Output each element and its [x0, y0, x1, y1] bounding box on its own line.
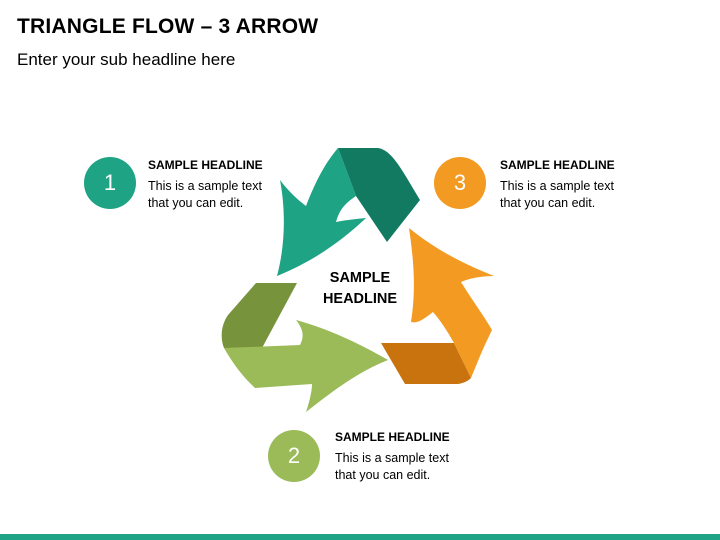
arrow-green-fold	[221, 283, 297, 348]
arrow-orange-body	[409, 228, 494, 378]
step-3-body: This is a sample text that you can edit.	[500, 178, 680, 212]
step-3-text: SAMPLE HEADLINE This is a sample text th…	[500, 158, 680, 212]
step-1-body-line2: that you can edit.	[148, 196, 244, 210]
step-2-number: 2	[287, 443, 301, 468]
arrow-orange-fold	[381, 343, 471, 384]
slide-title: TRIANGLE FLOW – 3 ARROW	[17, 15, 319, 38]
step-2-text: SAMPLE HEADLINE This is a sample text th…	[335, 430, 515, 484]
step-3-number: 3	[453, 170, 467, 195]
step-2-headline: SAMPLE HEADLINE	[335, 430, 450, 444]
step-3-circle: 3	[434, 157, 486, 209]
step-2-circle: 2	[268, 430, 320, 482]
center-headline-line2: HEADLINE	[322, 291, 398, 307]
step-3-body-line1: This is a sample text	[500, 179, 614, 193]
step-2-body-line1: This is a sample text	[335, 451, 449, 465]
step-3-headline: SAMPLE HEADLINE	[500, 158, 615, 172]
arrow-teal	[277, 148, 420, 276]
slide-subtitle: Enter your sub headline here	[17, 50, 236, 69]
arrow-green	[221, 283, 388, 412]
step-1-headline: SAMPLE HEADLINE	[148, 158, 263, 172]
arrow-teal-fold	[338, 148, 420, 242]
step-1-text: SAMPLE HEADLINE This is a sample text th…	[148, 158, 328, 212]
arrow-teal-body	[277, 148, 366, 276]
center-headline-line1: SAMPLE	[329, 270, 391, 286]
step-1-body: This is a sample text that you can edit.	[148, 178, 328, 212]
arrow-orange	[381, 228, 494, 384]
step-1-circle: 1	[84, 157, 136, 209]
step-2-body: This is a sample text that you can edit.	[335, 450, 515, 484]
center-headline: SAMPLE HEADLINE	[300, 268, 420, 310]
step-3-body-line2: that you can edit.	[500, 196, 596, 210]
arrow-green-body	[224, 320, 388, 412]
step-2-body-line2: that you can edit.	[335, 468, 431, 482]
step-1-number: 1	[103, 170, 117, 195]
footer-accent-bar	[0, 534, 720, 540]
step-1-body-line1: This is a sample text	[148, 179, 262, 193]
